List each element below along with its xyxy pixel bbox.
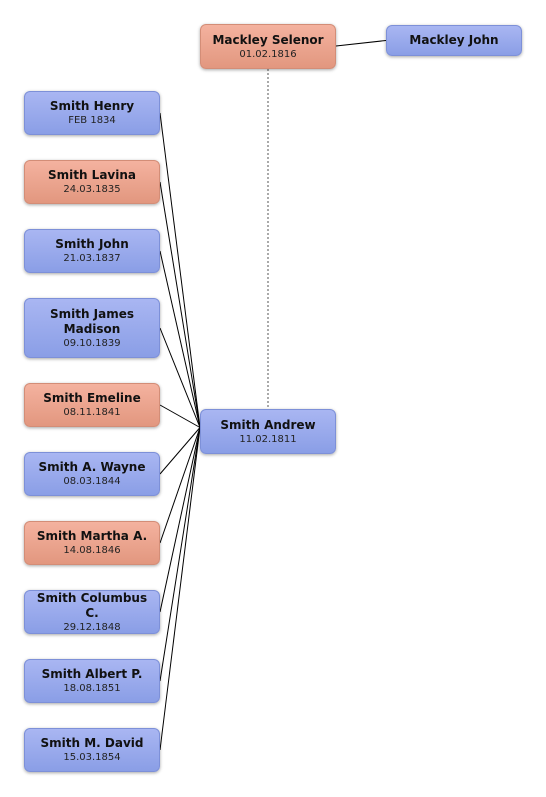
parent-child-line — [159, 427, 201, 613]
person-name: Smith Lavina — [47, 168, 137, 182]
parent-child-line — [159, 250, 201, 428]
person-date: 21.03.1837 — [63, 253, 121, 264]
person-name: Mackley Selenor — [212, 32, 324, 47]
parent-child-line — [159, 181, 201, 428]
person-name: Smith John — [55, 237, 129, 251]
parent-child-line — [159, 327, 201, 428]
person-name: Smith Albert P. — [41, 667, 143, 681]
person-date: 11.02.1811 — [239, 433, 297, 445]
person-date: 09.10.1839 — [63, 337, 121, 349]
person-node-child[interactable]: Smith Lavina 24.03.1835 — [24, 160, 160, 204]
parent-child-line — [159, 404, 201, 428]
parent-line — [335, 40, 387, 47]
person-name: Smith James Madison — [49, 306, 135, 336]
parent-child-line — [159, 427, 201, 544]
parent-child-line — [159, 427, 201, 682]
person-date: 08.11.1841 — [63, 407, 121, 418]
person-node-child[interactable]: Smith Henry FEB 1834 — [24, 91, 160, 135]
person-node-mother-father[interactable]: Mackley John — [386, 25, 522, 56]
person-node-child[interactable]: Smith Albert P. 18.08.1851 — [24, 659, 160, 703]
person-node-child[interactable]: Smith Martha A. 14.08.1846 — [24, 521, 160, 565]
parent-child-line — [159, 112, 201, 428]
person-node-father[interactable]: Smith Andrew 11.02.1811 — [200, 409, 336, 454]
person-date: 29.12.1848 — [63, 621, 121, 633]
person-node-mother[interactable]: Mackley Selenor 01.02.1816 — [200, 24, 336, 69]
person-name: Smith Columbus C. — [36, 590, 148, 620]
person-name: Smith Henry — [49, 99, 135, 113]
person-date: 15.03.1854 — [63, 752, 121, 763]
person-node-child[interactable]: Smith A. Wayne 08.03.1844 — [24, 452, 160, 496]
person-name: Smith Emeline — [43, 391, 141, 405]
person-node-child[interactable]: Smith John 21.03.1837 — [24, 229, 160, 273]
person-date: 08.03.1844 — [63, 476, 121, 487]
person-date: FEB 1834 — [68, 115, 116, 126]
person-date: 01.02.1816 — [239, 48, 297, 60]
person-node-child[interactable]: Smith M. David 15.03.1854 — [24, 728, 160, 772]
person-date: 14.08.1846 — [63, 545, 121, 556]
person-node-child[interactable]: Smith Emeline 08.11.1841 — [24, 383, 160, 427]
person-date: 18.08.1851 — [63, 683, 121, 694]
person-node-child[interactable]: Smith Columbus C. 29.12.1848 — [24, 590, 160, 634]
person-name: Smith Martha A. — [36, 529, 148, 543]
person-node-child[interactable]: Smith James Madison 09.10.1839 — [24, 298, 160, 358]
person-name: Smith Andrew — [220, 417, 316, 432]
parent-child-line — [159, 427, 201, 751]
person-name: Smith A. Wayne — [38, 460, 146, 474]
person-date: 24.03.1835 — [63, 184, 121, 195]
person-name: Smith M. David — [40, 736, 144, 750]
person-name: Mackley John — [409, 33, 499, 47]
parent-child-line — [159, 427, 201, 475]
